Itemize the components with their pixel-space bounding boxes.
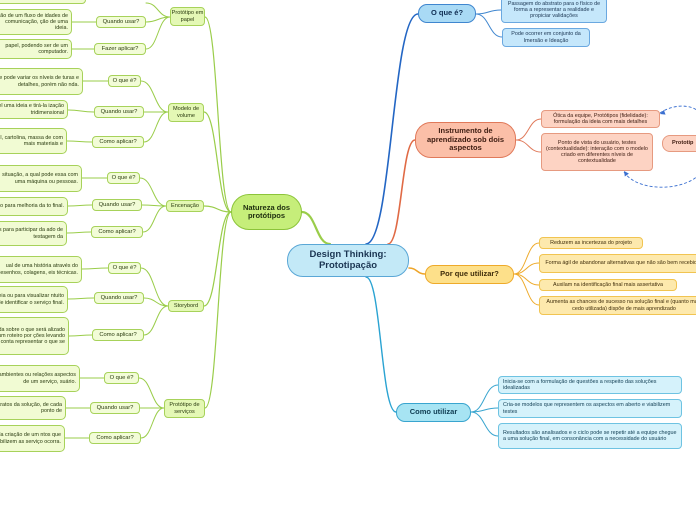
link-type-2-q-1 xyxy=(141,204,167,207)
link-question-leaf-9 xyxy=(67,297,95,300)
question-storybord-o-que-e[interactable]: O que é? xyxy=(108,262,141,274)
servicos-como-aplicar-detail[interactable]: da criação de um ntos que viabilizem as … xyxy=(0,425,65,452)
link-type-3-q-1 xyxy=(143,297,169,307)
topic-instrumento-de-aprendizado[interactable]: Instrumento de aprendizado sob dois aspe… xyxy=(415,122,516,158)
oque-leaf-abstrato-fisico[interactable]: Passagem do abstrato para o físico de fo… xyxy=(501,0,607,23)
link-oque-leaf-0 xyxy=(475,9,502,15)
papel-quando-usar-detail[interactable]: ção de um fluxo de idades de comunicação… xyxy=(0,9,72,35)
central-topic[interactable]: Design Thinking: Prototipação xyxy=(287,244,409,277)
servicos-o-que-e-detail[interactable]: , ambientes ou relações aspectos de um s… xyxy=(0,365,80,392)
link-type-2-q-0 xyxy=(139,177,167,207)
encenacao-quando-usar-detail[interactable]: ão para melhoria da to final. xyxy=(0,197,68,216)
instrumento-leaf-usuario[interactable]: Ponto de vista do usuário, testes (conte… xyxy=(541,133,653,171)
question-encenacao-o-que-e[interactable]: O que é? xyxy=(107,172,140,184)
link-type-1-q-2 xyxy=(143,111,169,143)
link-type-3-q-2 xyxy=(143,305,169,336)
instrumento-leaf-equipe[interactable]: Ótica da equipe, Protótipos (fidelidade)… xyxy=(541,110,660,128)
floating-topic-prototipacao[interactable]: Prototip xyxy=(662,135,696,152)
prototype-type-servicos[interactable]: Protótipo de serviços xyxy=(164,399,205,418)
volume-como-aplicar-detail[interactable]: l, cartolina, massa de com mais materiai… xyxy=(0,128,67,154)
porque-leaf-chances-sucesso[interactable]: Aumenta as chances de sucesso na solução… xyxy=(539,296,696,315)
link-porque-leaf-1 xyxy=(513,262,540,275)
question-volume-como-aplicar[interactable]: Como aplicar? xyxy=(92,136,144,148)
porque-leaf-forma-agil[interactable]: Forma ágil de abandonar alternativas que… xyxy=(539,254,696,273)
topic-natureza-dos-prototipos[interactable]: Natureza dos protótipos xyxy=(231,194,302,230)
link-question-leaf-3 xyxy=(67,109,95,113)
porque-leaf-incertezas[interactable]: Reduzem as incertezas do projeto xyxy=(539,237,643,249)
link-instrumento-leaf-1 xyxy=(515,139,542,153)
link-question-leaf-10 xyxy=(68,334,93,337)
prototype-type-modelo-de-volume[interactable]: Modelo de volume xyxy=(168,103,204,122)
link-natureza-type-0 xyxy=(204,16,232,213)
storybord-como-aplicar-detail[interactable]: da sobre o que será alizado um roteiro p… xyxy=(0,317,69,355)
link-question-leaf-4 xyxy=(66,140,93,143)
volume-o-que-e-detail[interactable]: se pode variar os níveis de turas e deta… xyxy=(0,68,83,95)
question-storybord-quando-usar[interactable]: Quando usar? xyxy=(94,292,144,304)
topic-por-que-utilizar[interactable]: Por que utilizar? xyxy=(425,265,514,284)
link-type-4-q-0 xyxy=(138,377,165,409)
link-root-natureza xyxy=(300,210,332,246)
question-encenacao-como-aplicar[interactable]: Como aplicar? xyxy=(91,226,143,238)
prototype-type-storybord[interactable]: Storybord xyxy=(168,300,204,312)
encenacao-como-aplicar-detail[interactable]: s para participar da ado de testagem da xyxy=(0,221,67,246)
papel-como-aplicar-detail[interactable]: papel, podendo ser de um computador. xyxy=(0,39,72,59)
link-type-0-q-2 xyxy=(145,16,171,50)
papel-leaf-top[interactable] xyxy=(0,0,86,4)
prototype-type-papel[interactable]: Protótipo em papel xyxy=(170,7,205,26)
relationship-arrow-top xyxy=(660,109,666,115)
prototype-type-encenacao[interactable]: Encenação xyxy=(166,200,204,212)
link-root-oque xyxy=(365,13,419,245)
question-servicos-como-aplicar[interactable]: Como aplicar? xyxy=(89,432,141,444)
link-type-2-q-2 xyxy=(142,205,167,233)
link-type-0-q-0 xyxy=(145,2,171,18)
topic-o-que-e[interactable]: O que é? xyxy=(418,4,476,23)
storybord-quando-usar-detail[interactable]: deia ou para visualizar ntuito de identi… xyxy=(0,286,68,313)
link-instrumento-leaf-0 xyxy=(515,118,542,141)
question-volume-quando-usar[interactable]: Quando usar? xyxy=(94,106,144,118)
relationship-arrow-bottom xyxy=(624,171,629,177)
link-question-leaf-7 xyxy=(66,231,92,234)
link-porque-leaf-3 xyxy=(513,273,540,306)
link-como-leaf-0 xyxy=(470,384,499,413)
link-como-leaf-1 xyxy=(470,407,499,413)
encenacao-o-que-e-detail[interactable]: situação, a qual pode essa com uma máqui… xyxy=(0,165,82,192)
oque-leaf-imersao-ideacao[interactable]: Pode ocorrer em conjunto da Imersão e Id… xyxy=(502,28,590,47)
link-type-4-q-2 xyxy=(140,407,165,439)
question-volume-o-que-e[interactable]: O que é? xyxy=(108,75,141,87)
link-natureza-type-2 xyxy=(203,205,232,213)
link-oque-leaf-1 xyxy=(475,13,503,38)
como-leaf-formulacao[interactable]: Inicia-se com a formulação de questões a… xyxy=(498,376,682,394)
link-natureza-type-4 xyxy=(204,211,232,409)
link-root-instrumento xyxy=(387,139,416,245)
link-natureza-type-3 xyxy=(203,211,232,307)
storybord-o-que-e-detail[interactable]: ual de uma história através do desenhos,… xyxy=(0,256,82,283)
link-question-leaf-6 xyxy=(67,204,93,207)
relationship-arc-top xyxy=(659,105,696,114)
volume-quando-usar-detail[interactable]: vel uma ideia e tirá-la ização tridimens… xyxy=(0,100,68,119)
link-porque-leaf-0 xyxy=(513,242,540,275)
link-root-como xyxy=(365,276,397,413)
link-natureza-type-1 xyxy=(203,111,232,213)
question-servicos-quando-usar[interactable]: Quando usar? xyxy=(90,402,140,414)
como-leaf-modelos[interactable]: Cria-se modelos que representem os aspec… xyxy=(498,399,682,418)
porque-leaf-identificacao[interactable]: Auxilam na identificação final mais asse… xyxy=(539,279,677,291)
question-papel-como-aplicar[interactable]: Fazer aplicar? xyxy=(94,43,146,55)
link-type-3-q-0 xyxy=(140,267,169,307)
link-como-leaf-2 xyxy=(470,411,499,437)
topic-como-utilizar[interactable]: Como utilizar xyxy=(396,403,471,422)
como-leaf-resultados[interactable]: Resultados são analisados e o ciclo pode… xyxy=(498,423,682,449)
link-root-porque xyxy=(408,267,426,275)
link-question-leaf-8 xyxy=(81,267,109,270)
servicos-quando-usar-detail[interactable]: bstratos da solução, de cada ponto de xyxy=(0,396,66,420)
question-papel-quando-usar[interactable]: Quando usar? xyxy=(96,16,146,28)
question-encenacao-quando-usar[interactable]: Quando usar? xyxy=(92,199,142,211)
question-storybord-como-aplicar[interactable]: Como aplicar? xyxy=(92,329,144,341)
link-type-1-q-0 xyxy=(140,80,169,113)
question-servicos-o-que-e[interactable]: O que é? xyxy=(104,372,139,384)
